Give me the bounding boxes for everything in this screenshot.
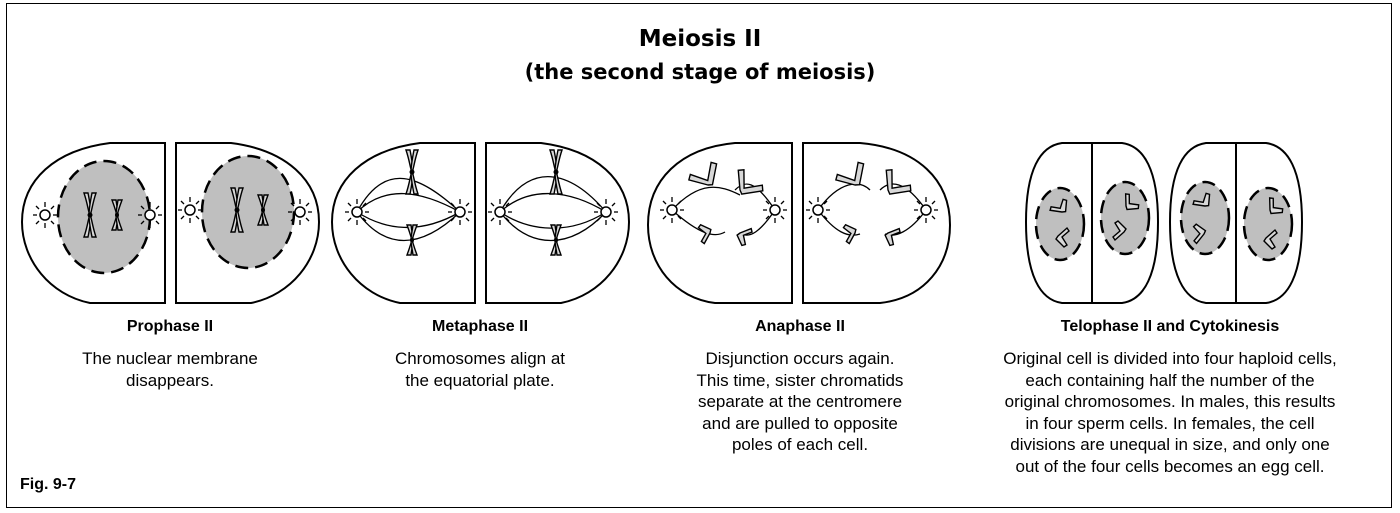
stage-name-telophase: Telophase II and Cytokinesis [1020,318,1320,336]
telophase-cell-4 [1236,143,1302,303]
stage-name-metaphase: Metaphase II [370,318,590,336]
desc-line: disappears. [55,370,285,392]
stage-name-anaphase: Anaphase II [685,318,915,336]
desc-line: each containing half the number of the [960,370,1380,392]
desc-line: poles of each cell. [675,434,925,456]
anaphase-cell-left [648,143,792,303]
desc-line: Chromosomes align at [365,348,595,370]
desc-line: Disjunction occurs again. [675,348,925,370]
desc-line: original chromosomes. In males, this res… [960,391,1380,413]
desc-line: separate at the centromere [675,391,925,413]
desc-line: and are pulled to opposite [675,413,925,435]
stage-name-prophase: Prophase II [60,318,280,336]
telophase-cell-3 [1170,143,1236,303]
telophase-cell-2 [1092,143,1158,303]
metaphase-cell-left [332,143,475,303]
stage-desc-metaphase: Chromosomes align at the equatorial plat… [365,348,595,391]
prophase-cell-right [176,143,319,303]
figure-label: Fig. 9-7 [20,476,76,494]
stage-desc-prophase: The nuclear membrane disappears. [55,348,285,391]
metaphase-cell-right [486,143,629,303]
prophase-cell-left [22,143,165,303]
desc-line: This time, sister chromatids [675,370,925,392]
anaphase-cell-right [803,143,950,303]
stage-desc-telophase: Original cell is divided into four haplo… [960,348,1380,477]
stage-desc-anaphase: Disjunction occurs again. This time, sis… [675,348,925,456]
desc-line: The nuclear membrane [55,348,285,370]
desc-line: divisions are unequal in size, and only … [960,434,1380,456]
desc-line: out of the four cells becomes an egg cel… [960,456,1380,478]
telophase-cell-1 [1026,143,1092,303]
desc-line: Original cell is divided into four haplo… [960,348,1380,370]
desc-line: the equatorial plate. [365,370,595,392]
desc-line: in four sperm cells. In females, the cel… [960,413,1380,435]
